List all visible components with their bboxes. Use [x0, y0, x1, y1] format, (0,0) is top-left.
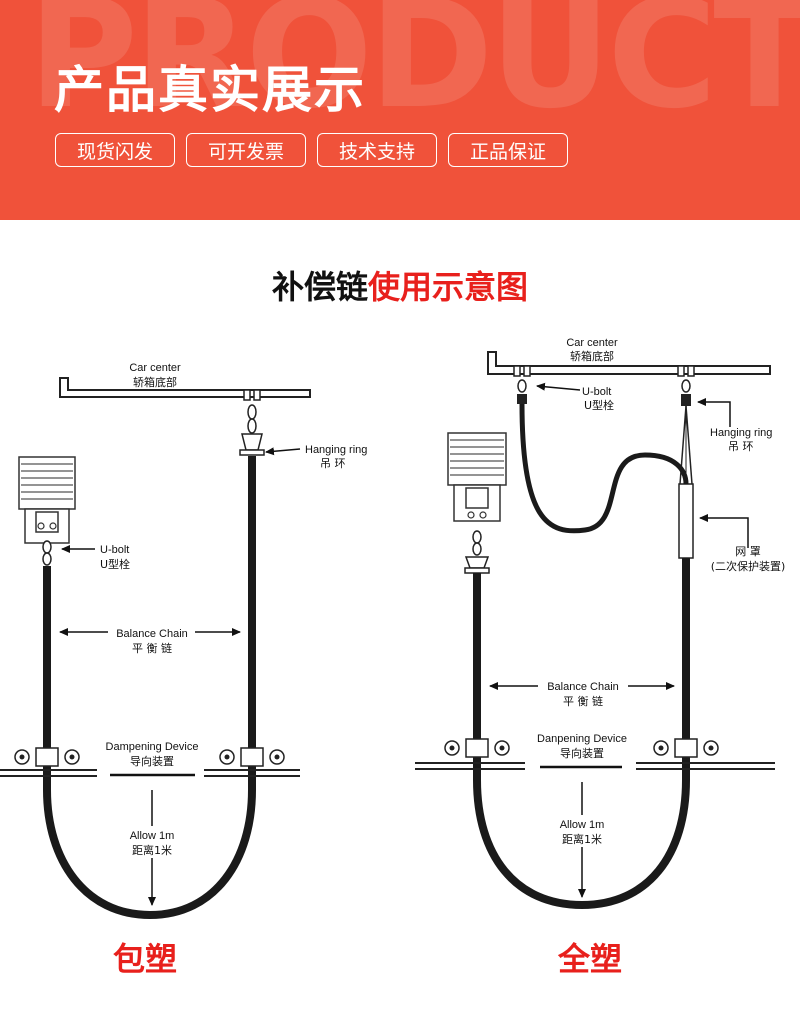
right-balance-cn: 平 衡 链 [563, 694, 603, 708]
right-car-beam [487, 351, 771, 375]
tag-in-stock: 现货闪发 [55, 133, 175, 167]
left-ubolt-en: U-bolt [100, 544, 129, 556]
left-balance-cn: 平 衡 链 [132, 641, 172, 655]
right-balance-chain [473, 558, 690, 910]
right-dampening-device [415, 738, 775, 770]
section-title-black: 补偿链 [271, 268, 368, 306]
right-dampening-en: Danpening Device [537, 733, 627, 745]
right-hanging-ring-en: Hanging ring [710, 427, 772, 439]
left-balance-chain [43, 456, 256, 920]
left-dampening-cn: 导向装置 [130, 754, 174, 768]
right-allow-en: Allow 1m [560, 819, 605, 831]
left-allow-en: Allow 1m [130, 830, 175, 842]
right-counterweight [447, 432, 507, 574]
right-ubolt-en: U-bolt [582, 386, 611, 398]
right-ubolt-cn: U型栓 [584, 398, 614, 412]
left-balance-en: Balance Chain [116, 628, 188, 640]
left-allow-cn: 距离1米 [132, 843, 172, 857]
right-hanging-ring-cn: 吊 环 [728, 440, 754, 453]
right-balance-en: Balance Chain [547, 681, 619, 693]
header-banner: PRODUCT 产品真实展示 现货闪发 可开发票 技术支持 正品保证 [0, 0, 800, 220]
tag-genuine: 正品保证 [448, 133, 568, 167]
left-dampening-device [0, 747, 300, 777]
left-dampening-en: Dampening Device [106, 741, 199, 753]
right-allow-cn: 距离1米 [562, 832, 602, 846]
right-caption: 全塑 [557, 940, 622, 978]
left-counterweight [18, 456, 76, 566]
left-car-center-en: Car center [129, 362, 181, 374]
left-diagram: Car center 轿箱底部 Hanging ring 吊 环 [0, 362, 367, 978]
left-car-center-cn: 轿箱底部 [133, 375, 177, 389]
right-car-center-en: Car center [566, 337, 618, 349]
left-caption: 包塑 [113, 940, 177, 978]
tag-invoice: 可开发票 [186, 133, 306, 167]
right-dampening-cn: 导向装置 [560, 746, 604, 760]
left-hanging-ring [239, 389, 265, 456]
right-ubolt [513, 365, 531, 404]
left-car-beam [59, 377, 311, 398]
section-title-red: 使用示意图 [368, 268, 529, 306]
feature-tags: 现货闪发 可开发票 技术支持 正品保证 [55, 133, 568, 167]
right-s-chain [519, 403, 689, 534]
left-hanging-ring-en: Hanging ring [305, 444, 367, 456]
right-car-center-cn: 轿箱底部 [570, 349, 614, 363]
section-title: 补偿链使用示意图 [0, 262, 800, 308]
left-ubolt-cn: U型栓 [100, 557, 130, 571]
right-diagram: Car center 轿箱底部 U-bolt U型栓 Hanging ring … [415, 337, 785, 978]
right-net-cn: 网 罩 [735, 545, 761, 558]
right-net-cn2: (二次保护装置) [711, 559, 786, 573]
left-hanging-ring-cn: 吊 环 [320, 457, 346, 470]
banner-watermark: PRODUCT [28, 0, 800, 142]
right-hanging-ring [677, 365, 695, 406]
banner-title: 产品真实展示 [54, 61, 366, 119]
tag-tech-support: 技术支持 [317, 133, 437, 167]
